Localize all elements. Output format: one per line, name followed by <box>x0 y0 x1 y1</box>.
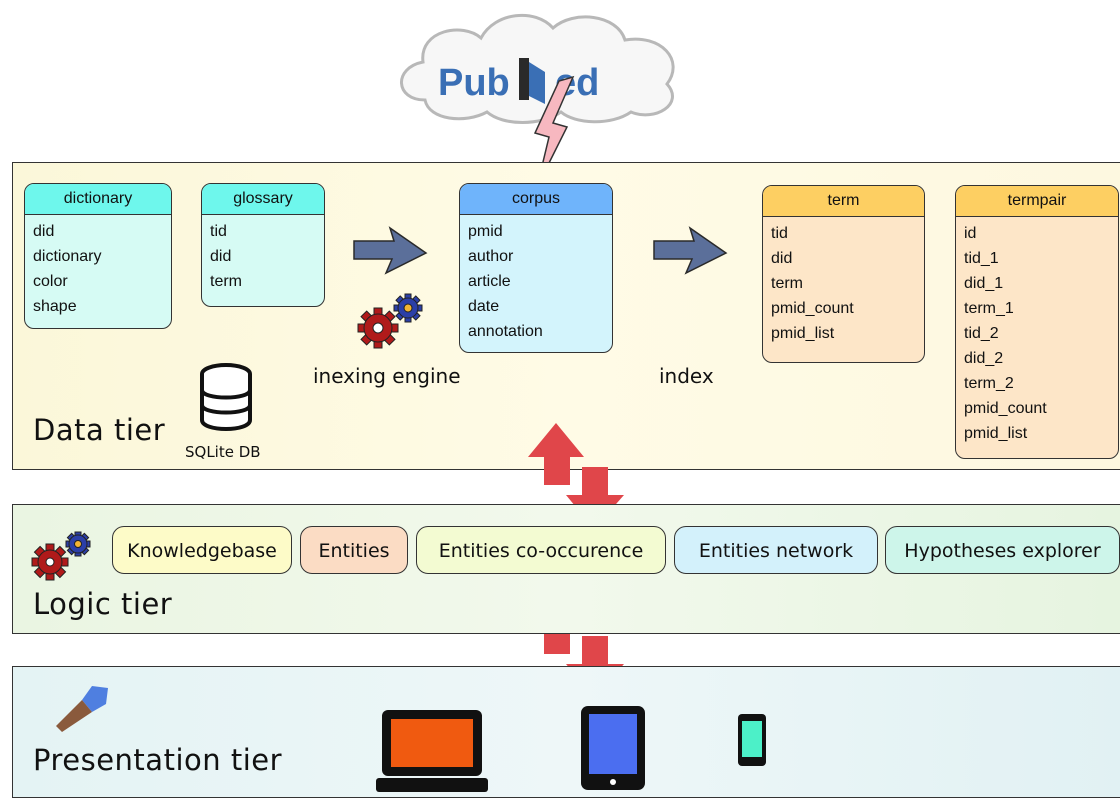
field: did <box>33 223 55 240</box>
logic-tier-label: Logic tier <box>33 587 173 621</box>
phone-icon <box>738 714 766 766</box>
tablet-icon <box>581 706 645 790</box>
module-entities-network[interactable]: Entities network <box>674 526 878 574</box>
presentation-tier: Presentation tier <box>12 666 1120 798</box>
data-tier-label: Data tier <box>33 413 166 447</box>
arrow-right-icon <box>353 226 428 275</box>
table-dictionary: dictionary did dictionary color shape <box>24 183 172 329</box>
double-arrow-icon <box>528 423 624 529</box>
index-label: index <box>659 364 714 388</box>
field: term <box>210 273 242 290</box>
module-entities-co-occurence[interactable]: Entities co-occurence <box>416 526 666 574</box>
module-hypotheses-explorer[interactable]: Hypotheses explorer <box>885 526 1120 574</box>
table-termpair: termpair id tid_1 did_1 term_1 tid_2 did… <box>955 185 1119 459</box>
field: pmid_count <box>771 300 854 317</box>
field: tid <box>771 225 788 242</box>
paintbrush-icon <box>56 686 108 732</box>
table-title: term <box>763 186 924 217</box>
field: did_2 <box>964 350 1004 367</box>
gear-icon <box>357 293 423 349</box>
field: dictionary <box>33 248 102 265</box>
field: did_1 <box>964 275 1004 292</box>
table-title: glossary <box>202 184 324 215</box>
field: term_2 <box>964 375 1014 392</box>
field: author <box>468 248 514 265</box>
table-term: term tid did term pmid_count pmid_list <box>762 185 925 363</box>
presentation-tier-label: Presentation tier <box>33 743 283 777</box>
table-glossary: glossary tid did term <box>201 183 325 307</box>
field: term_1 <box>964 300 1014 317</box>
field: pmid <box>468 223 503 240</box>
field: tid_2 <box>964 325 999 342</box>
pubmed-logo-pub: Pub <box>438 62 510 104</box>
field: tid_1 <box>964 250 999 267</box>
field: annotation <box>468 323 543 340</box>
field: shape <box>33 298 77 315</box>
arrow-right-icon <box>653 226 728 275</box>
module-knowledgebase[interactable]: Knowledgebase <box>112 526 292 574</box>
field: id <box>964 225 977 242</box>
field: did <box>210 248 232 265</box>
cloud-icon: Pub ed <box>400 13 675 124</box>
field: date <box>468 298 500 315</box>
field: color <box>33 273 68 290</box>
database-icon <box>200 363 252 431</box>
indexing-engine-label: inexing engine <box>313 364 461 388</box>
module-entities[interactable]: Entities <box>300 526 408 574</box>
field: tid <box>210 223 227 240</box>
field: pmid_list <box>771 325 835 342</box>
gear-icon <box>31 531 91 581</box>
laptop-icon <box>376 710 488 792</box>
table-title: termpair <box>956 186 1118 217</box>
field: term <box>771 275 803 292</box>
table-title: dictionary <box>25 184 171 215</box>
sqlite-db-label: SQLite DB <box>185 443 261 461</box>
field: did <box>771 250 793 267</box>
table-title: corpus <box>460 184 612 215</box>
table-corpus: corpus pmid author article date annotati… <box>459 183 613 353</box>
field: pmid_count <box>964 400 1047 417</box>
field: pmid_list <box>964 425 1028 442</box>
field: article <box>468 273 511 290</box>
